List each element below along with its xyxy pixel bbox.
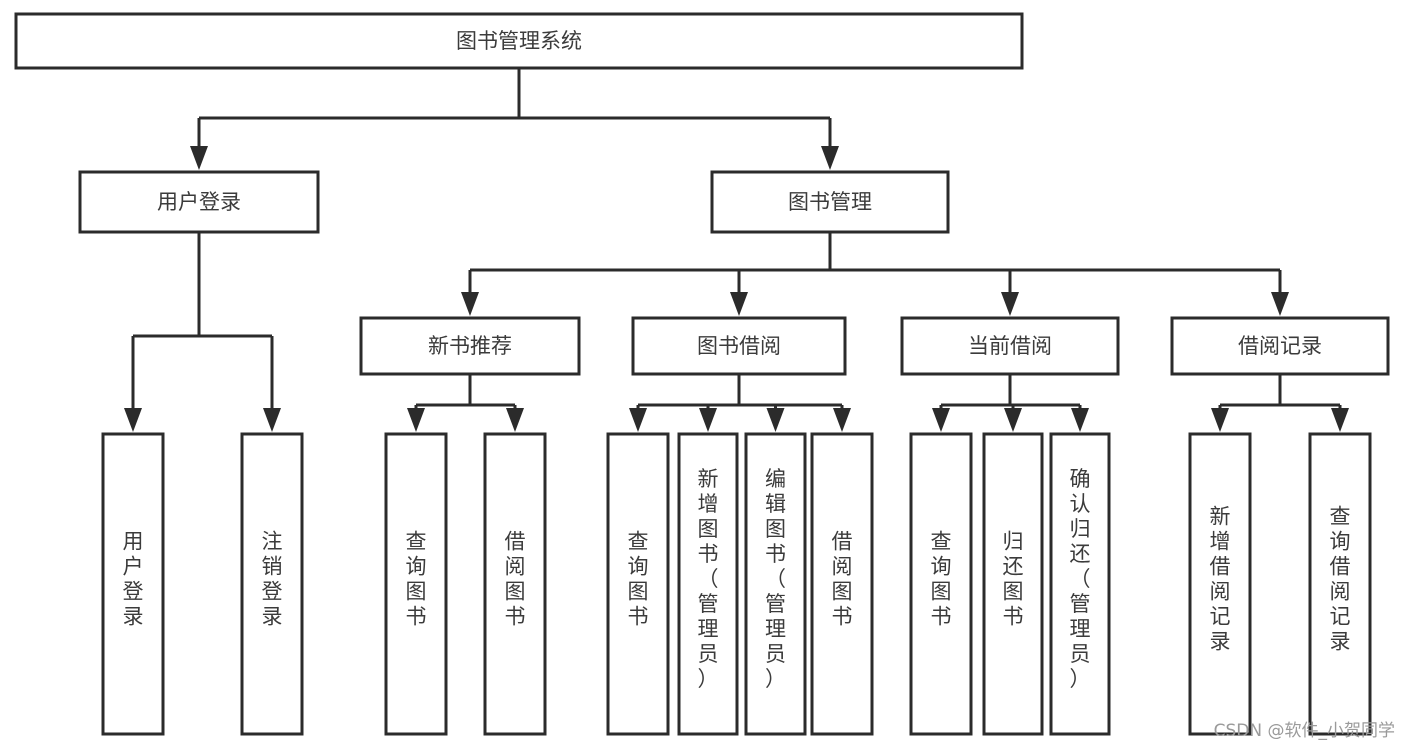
node-label: 确认归还（管理员）: [1070, 467, 1091, 691]
node-root[interactable]: 图书管理系统: [14, 12, 1024, 70]
node-box[interactable]: [483, 432, 547, 736]
node-label: 当前借阅: [968, 334, 1052, 358]
edge-group-n_book_borrow: [629, 374, 851, 432]
node-l-user-logout[interactable]: 注销登录: [240, 432, 304, 736]
node-label: 借阅图书: [832, 530, 853, 629]
node-box[interactable]: [909, 432, 973, 736]
edge-group-n_book_mgmt: [461, 232, 1289, 316]
arrow-head-icon: [263, 408, 281, 432]
edge-group-n_user_login: [124, 232, 281, 432]
arrow-head-icon: [699, 408, 717, 432]
nodes-layer: 图书管理系统用户登录图书管理新书推荐图书借阅当前借阅借阅记录用户登录注销登录查询…: [14, 12, 1390, 736]
node-label: 查询借阅记录: [1330, 505, 1351, 654]
node-n-current-borrow[interactable]: 当前借阅: [900, 316, 1120, 376]
node-box[interactable]: [1188, 432, 1252, 736]
node-l-query-book-2[interactable]: 查询图书: [606, 432, 670, 736]
node-label: 查询图书: [406, 530, 427, 629]
arrow-head-icon: [1331, 408, 1349, 432]
node-label: 注销登录: [262, 530, 283, 629]
node-label: 查询图书: [628, 530, 649, 629]
node-label: 归还图书: [1003, 530, 1024, 629]
node-label: 用户登录: [123, 530, 144, 629]
node-box[interactable]: [1049, 432, 1111, 736]
node-box[interactable]: [744, 432, 807, 736]
arrow-head-icon: [766, 408, 785, 432]
node-box[interactable]: [1170, 316, 1390, 376]
node-l-user-login[interactable]: 用户登录: [101, 432, 165, 736]
node-box[interactable]: [631, 316, 847, 376]
node-label: 用户登录: [157, 190, 241, 214]
arrow-head-icon: [124, 408, 142, 432]
arrow-head-icon: [730, 292, 748, 316]
node-l-query-book-3[interactable]: 查询图书: [909, 432, 973, 736]
edge-group-n_borrow_record: [1211, 374, 1349, 432]
node-l-add-book[interactable]: 新增图书（管理员）: [677, 432, 739, 736]
arrow-head-icon: [190, 146, 208, 170]
node-l-confirm-return[interactable]: 确认归还（管理员）: [1049, 432, 1111, 736]
node-box[interactable]: [900, 316, 1120, 376]
node-label: 查询图书: [931, 530, 952, 629]
node-box[interactable]: [1308, 432, 1372, 736]
node-box[interactable]: [101, 432, 165, 736]
edge-group-root: [190, 68, 839, 170]
node-label: 编辑图书（管理员）: [765, 467, 786, 691]
arrow-head-icon: [821, 146, 839, 170]
arrow-head-icon: [833, 408, 851, 432]
node-box[interactable]: [78, 170, 320, 234]
node-box[interactable]: [982, 432, 1044, 736]
node-label: 新增借阅记录: [1210, 505, 1231, 654]
edge-group-n_current_borrow: [932, 374, 1089, 432]
node-n-book-borrow[interactable]: 图书借阅: [631, 316, 847, 376]
node-l-return-book[interactable]: 归还图书: [982, 432, 1044, 736]
node-label: 新增图书（管理员）: [698, 467, 719, 691]
arrow-head-icon: [1211, 408, 1229, 432]
node-box[interactable]: [677, 432, 739, 736]
edges-layer: [124, 68, 1349, 432]
node-box[interactable]: [810, 432, 874, 736]
node-box[interactable]: [14, 12, 1024, 70]
node-label: 图书管理系统: [456, 29, 582, 53]
arrow-head-icon: [1271, 292, 1289, 316]
node-box[interactable]: [606, 432, 670, 736]
node-label: 新书推荐: [428, 334, 512, 358]
node-box[interactable]: [384, 432, 448, 736]
node-box[interactable]: [359, 316, 581, 376]
node-l-edit-book[interactable]: 编辑图书（管理员）: [744, 432, 807, 736]
arrow-head-icon: [1001, 292, 1019, 316]
node-n-book-mgmt[interactable]: 图书管理: [710, 170, 950, 234]
node-label: 借阅记录: [1238, 334, 1322, 358]
node-l-query-book-1[interactable]: 查询图书: [384, 432, 448, 736]
node-box[interactable]: [710, 170, 950, 234]
node-n-borrow-record[interactable]: 借阅记录: [1170, 316, 1390, 376]
node-label: 借阅图书: [505, 530, 526, 629]
arrow-head-icon: [932, 408, 950, 432]
arrow-head-icon: [407, 408, 425, 432]
node-l-query-record[interactable]: 查询借阅记录: [1308, 432, 1372, 736]
node-n-new-book-rec[interactable]: 新书推荐: [359, 316, 581, 376]
node-l-add-record[interactable]: 新增借阅记录: [1188, 432, 1252, 736]
arrow-head-icon: [629, 408, 647, 432]
node-l-borrow-book-2[interactable]: 借阅图书: [810, 432, 874, 736]
node-label: 图书管理: [788, 190, 872, 214]
edge-group-n_new_book_rec: [407, 374, 524, 432]
arrow-head-icon: [461, 292, 479, 316]
arrow-head-icon: [506, 408, 524, 432]
node-label: 图书借阅: [697, 334, 781, 358]
arrow-head-icon: [1071, 408, 1089, 432]
node-n-user-login[interactable]: 用户登录: [78, 170, 320, 234]
node-box[interactable]: [240, 432, 304, 736]
node-l-borrow-book-1[interactable]: 借阅图书: [483, 432, 547, 736]
arrow-head-icon: [1004, 408, 1022, 432]
